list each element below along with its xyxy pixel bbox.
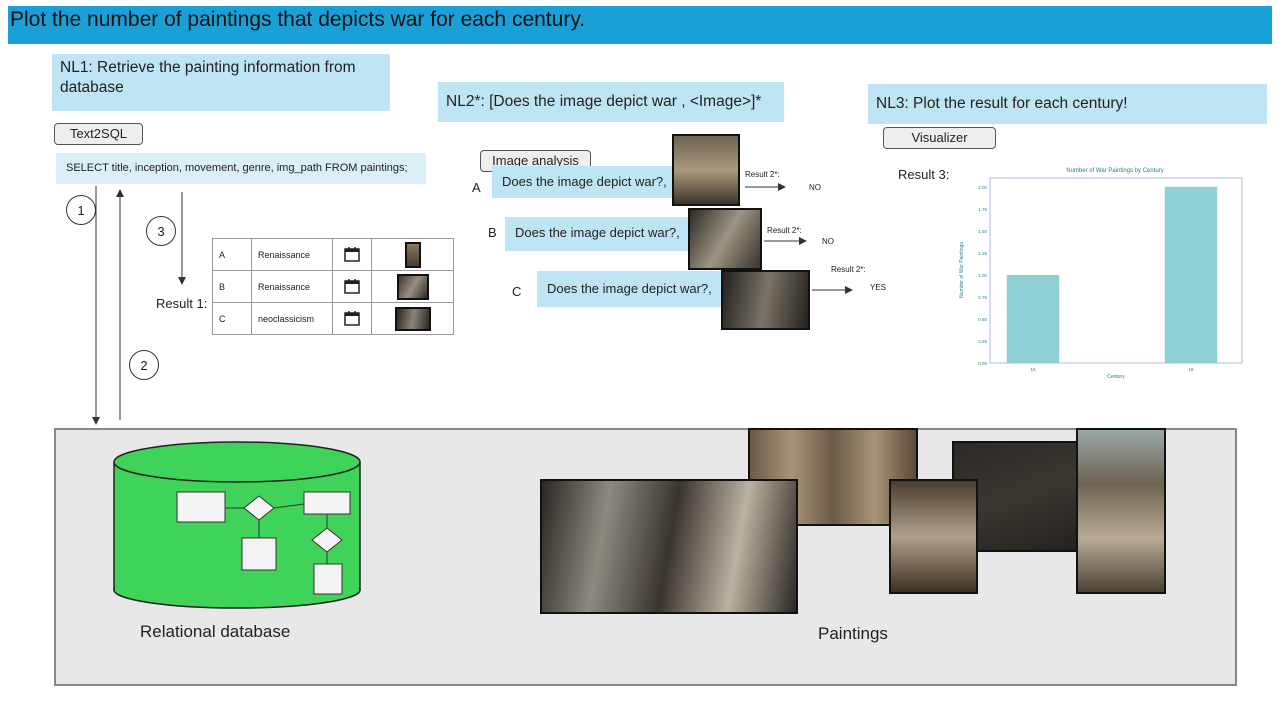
plot-frame [989, 177, 1243, 364]
y-tick-label: 1.75 [978, 207, 987, 212]
painting-thumbnail-cell [371, 302, 454, 335]
question-b-painting [688, 208, 762, 270]
y-tick-label: 1.50 [978, 229, 987, 234]
question-b: Does the image depict war?, [505, 217, 690, 251]
result2-b-answer: NO [822, 237, 834, 246]
result2-c-label: Result 2*: [831, 265, 866, 274]
nl1-box: NL1: Retrieve the painting information f… [52, 54, 390, 111]
row-id: C [212, 302, 252, 335]
calendar-icon [332, 270, 372, 303]
paintings-label: Paintings [818, 624, 888, 643]
y-tick-label: 0.25 [978, 339, 987, 344]
y-tick-label: 0.00 [978, 361, 987, 366]
y-tick-label: 0.50 [978, 317, 987, 322]
chart-title: Number of War Paintings by Century [1066, 168, 1163, 174]
page-title: Plot the number of paintings that depict… [10, 8, 586, 31]
painting-vertical [1076, 428, 1166, 594]
row-id: B [212, 270, 252, 303]
step-1-badge: 1 [66, 195, 96, 225]
result2-b-label: Result 2*: [767, 226, 802, 235]
y-tick-label: 1.25 [978, 251, 987, 256]
x-tick-label: 18 [1188, 367, 1194, 372]
nl3-box: NL3: Plot the result for each century! [868, 84, 1267, 124]
question-a-painting [672, 134, 740, 206]
nl2-box: NL2*: [Does the image depict war , <Imag… [438, 82, 784, 122]
text2sql-button[interactable]: Text2SQL [54, 123, 143, 145]
result2-a-answer: NO [809, 183, 821, 192]
row-id: A [212, 238, 252, 271]
result1-label: Result 1: [156, 296, 208, 311]
step-2-badge: 2 [129, 350, 159, 380]
result2-c-answer: YES [870, 283, 887, 292]
sql-query: SELECT title, inception, movement, genre… [56, 153, 426, 184]
painting-thumbnail-cell [371, 270, 454, 303]
row-movement: neoclassicism [251, 302, 333, 335]
y-tick-label: 2.00 [978, 185, 987, 190]
war-paintings-chart: Number of War Paintings by Century 0.00 0… [959, 168, 1243, 380]
x-tick-label: 16 [1030, 367, 1036, 372]
result2-a-label: Result 2*: [745, 170, 780, 179]
title-bar [8, 6, 1272, 44]
question-c-painting [721, 270, 810, 330]
database-icon [113, 441, 361, 609]
bar-16 [1006, 274, 1060, 363]
painting-b-thumbnail [396, 273, 429, 300]
table-row: C neoclassicism [212, 302, 454, 335]
calendar-icon [332, 238, 372, 271]
question-c: Does the image depict war?, [537, 271, 723, 307]
row-movement: Renaissance [251, 238, 333, 271]
table-row: A Renaissance [212, 238, 454, 271]
painting-thumbnail-cell [371, 238, 454, 271]
painting-a-thumbnail [404, 241, 421, 268]
question-b-id: B [488, 225, 497, 240]
y-tick-label: 0.75 [978, 295, 987, 300]
question-c-id: C [512, 284, 522, 299]
bar-18 [1164, 186, 1218, 363]
painting-c-thumbnail [394, 306, 431, 331]
calendar-icon [332, 302, 372, 335]
painting-portrait [889, 479, 978, 594]
y-tick-label: 1.00 [978, 273, 987, 278]
step-3-badge: 3 [146, 216, 176, 246]
visualizer-button[interactable]: Visualizer [883, 127, 996, 149]
database-label: Relational database [140, 622, 291, 641]
row-movement: Renaissance [251, 270, 333, 303]
result3-label: Result 3: [898, 167, 950, 182]
result1-table: A Renaissance B Renaissance C neoclassic… [212, 238, 454, 335]
table-row: B Renaissance [212, 270, 454, 303]
chart-xlabel: Century [1107, 374, 1125, 380]
question-a: Does the image depict war?, [492, 166, 678, 198]
painting-large-battle [540, 479, 798, 614]
chart-ylabel: Number of War Paintings [959, 242, 965, 298]
question-a-id: A [472, 180, 481, 195]
